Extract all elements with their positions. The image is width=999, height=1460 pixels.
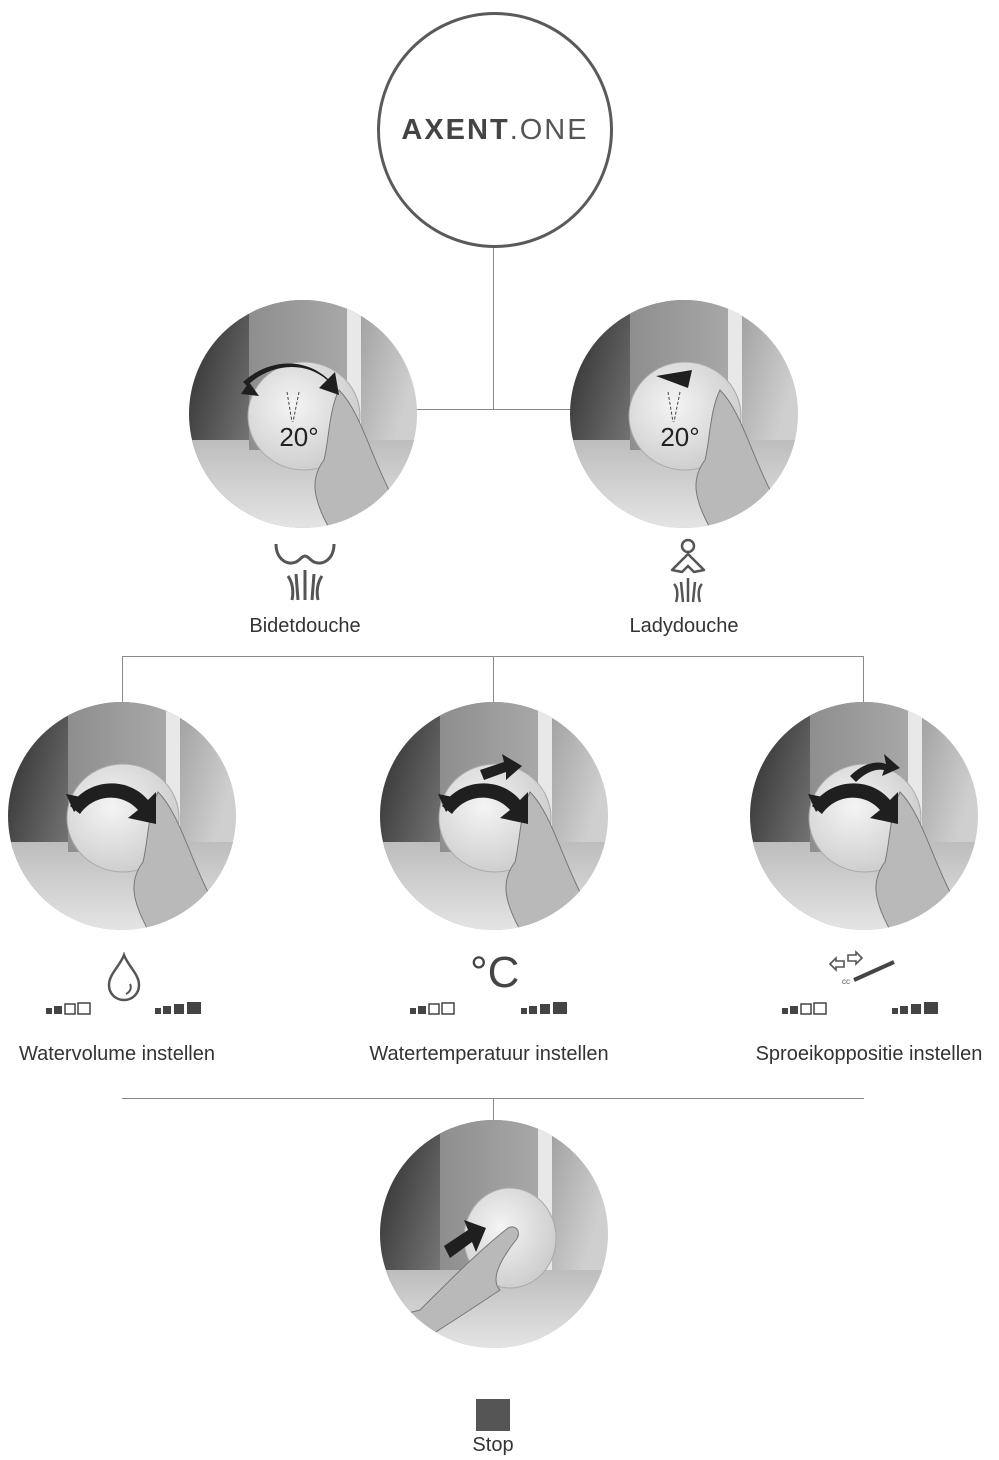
mode-label-lady: Ladydouche (630, 615, 739, 638)
connector-adjust-left (122, 656, 123, 702)
dial-angle-label-lady: 20° (660, 422, 699, 452)
level-low-icon-volume (46, 1002, 96, 1016)
nozzle-position-icon: cc (826, 950, 896, 986)
level-low-icon-temperature (410, 1002, 460, 1016)
brand-logo-light: .ONE (510, 114, 589, 146)
connector-logo-down (493, 248, 494, 410)
stop-label: Stop (472, 1434, 513, 1457)
celsius-icon: °C (470, 948, 519, 998)
stop-square-icon (476, 1399, 510, 1431)
bidet-icon (272, 540, 338, 606)
photo-nozzle-dial (750, 702, 978, 930)
brand-logo-circle: AXENT.ONE (377, 12, 613, 248)
level-high-icon-volume (155, 1000, 205, 1016)
photo-temperature-dial (380, 702, 608, 930)
brand-logo-bold: AXENT (401, 114, 509, 146)
photo-stop-press (380, 1120, 608, 1348)
dial-angle-label-bidet: 20° (279, 422, 318, 452)
connector-stop-down (493, 1098, 494, 1122)
lady-icon (664, 538, 712, 606)
adjust-label-nozzle: Sproeikoppositie instellen (756, 1043, 983, 1066)
connector-modes-horizontal (409, 409, 577, 410)
brand-logo: AXENT.ONE (401, 114, 588, 147)
level-high-icon-nozzle (892, 1000, 942, 1016)
photo-bidet-dial: 20° (189, 300, 417, 528)
connector-adjust-middle (493, 656, 494, 702)
adjust-label-volume: Watervolume instellen (19, 1043, 215, 1066)
svg-text:cc: cc (842, 977, 850, 986)
connector-adjust-right (863, 656, 864, 702)
level-low-icon-nozzle (782, 1002, 832, 1016)
mode-label-bidet: Bidetdouche (249, 615, 360, 638)
water-drop-icon (106, 952, 142, 1002)
photo-volume-dial (8, 702, 236, 930)
photo-lady-dial: 20° (570, 300, 798, 528)
level-high-icon-temperature (521, 1000, 571, 1016)
adjust-label-temperature: Watertemperatuur instellen (369, 1043, 608, 1066)
